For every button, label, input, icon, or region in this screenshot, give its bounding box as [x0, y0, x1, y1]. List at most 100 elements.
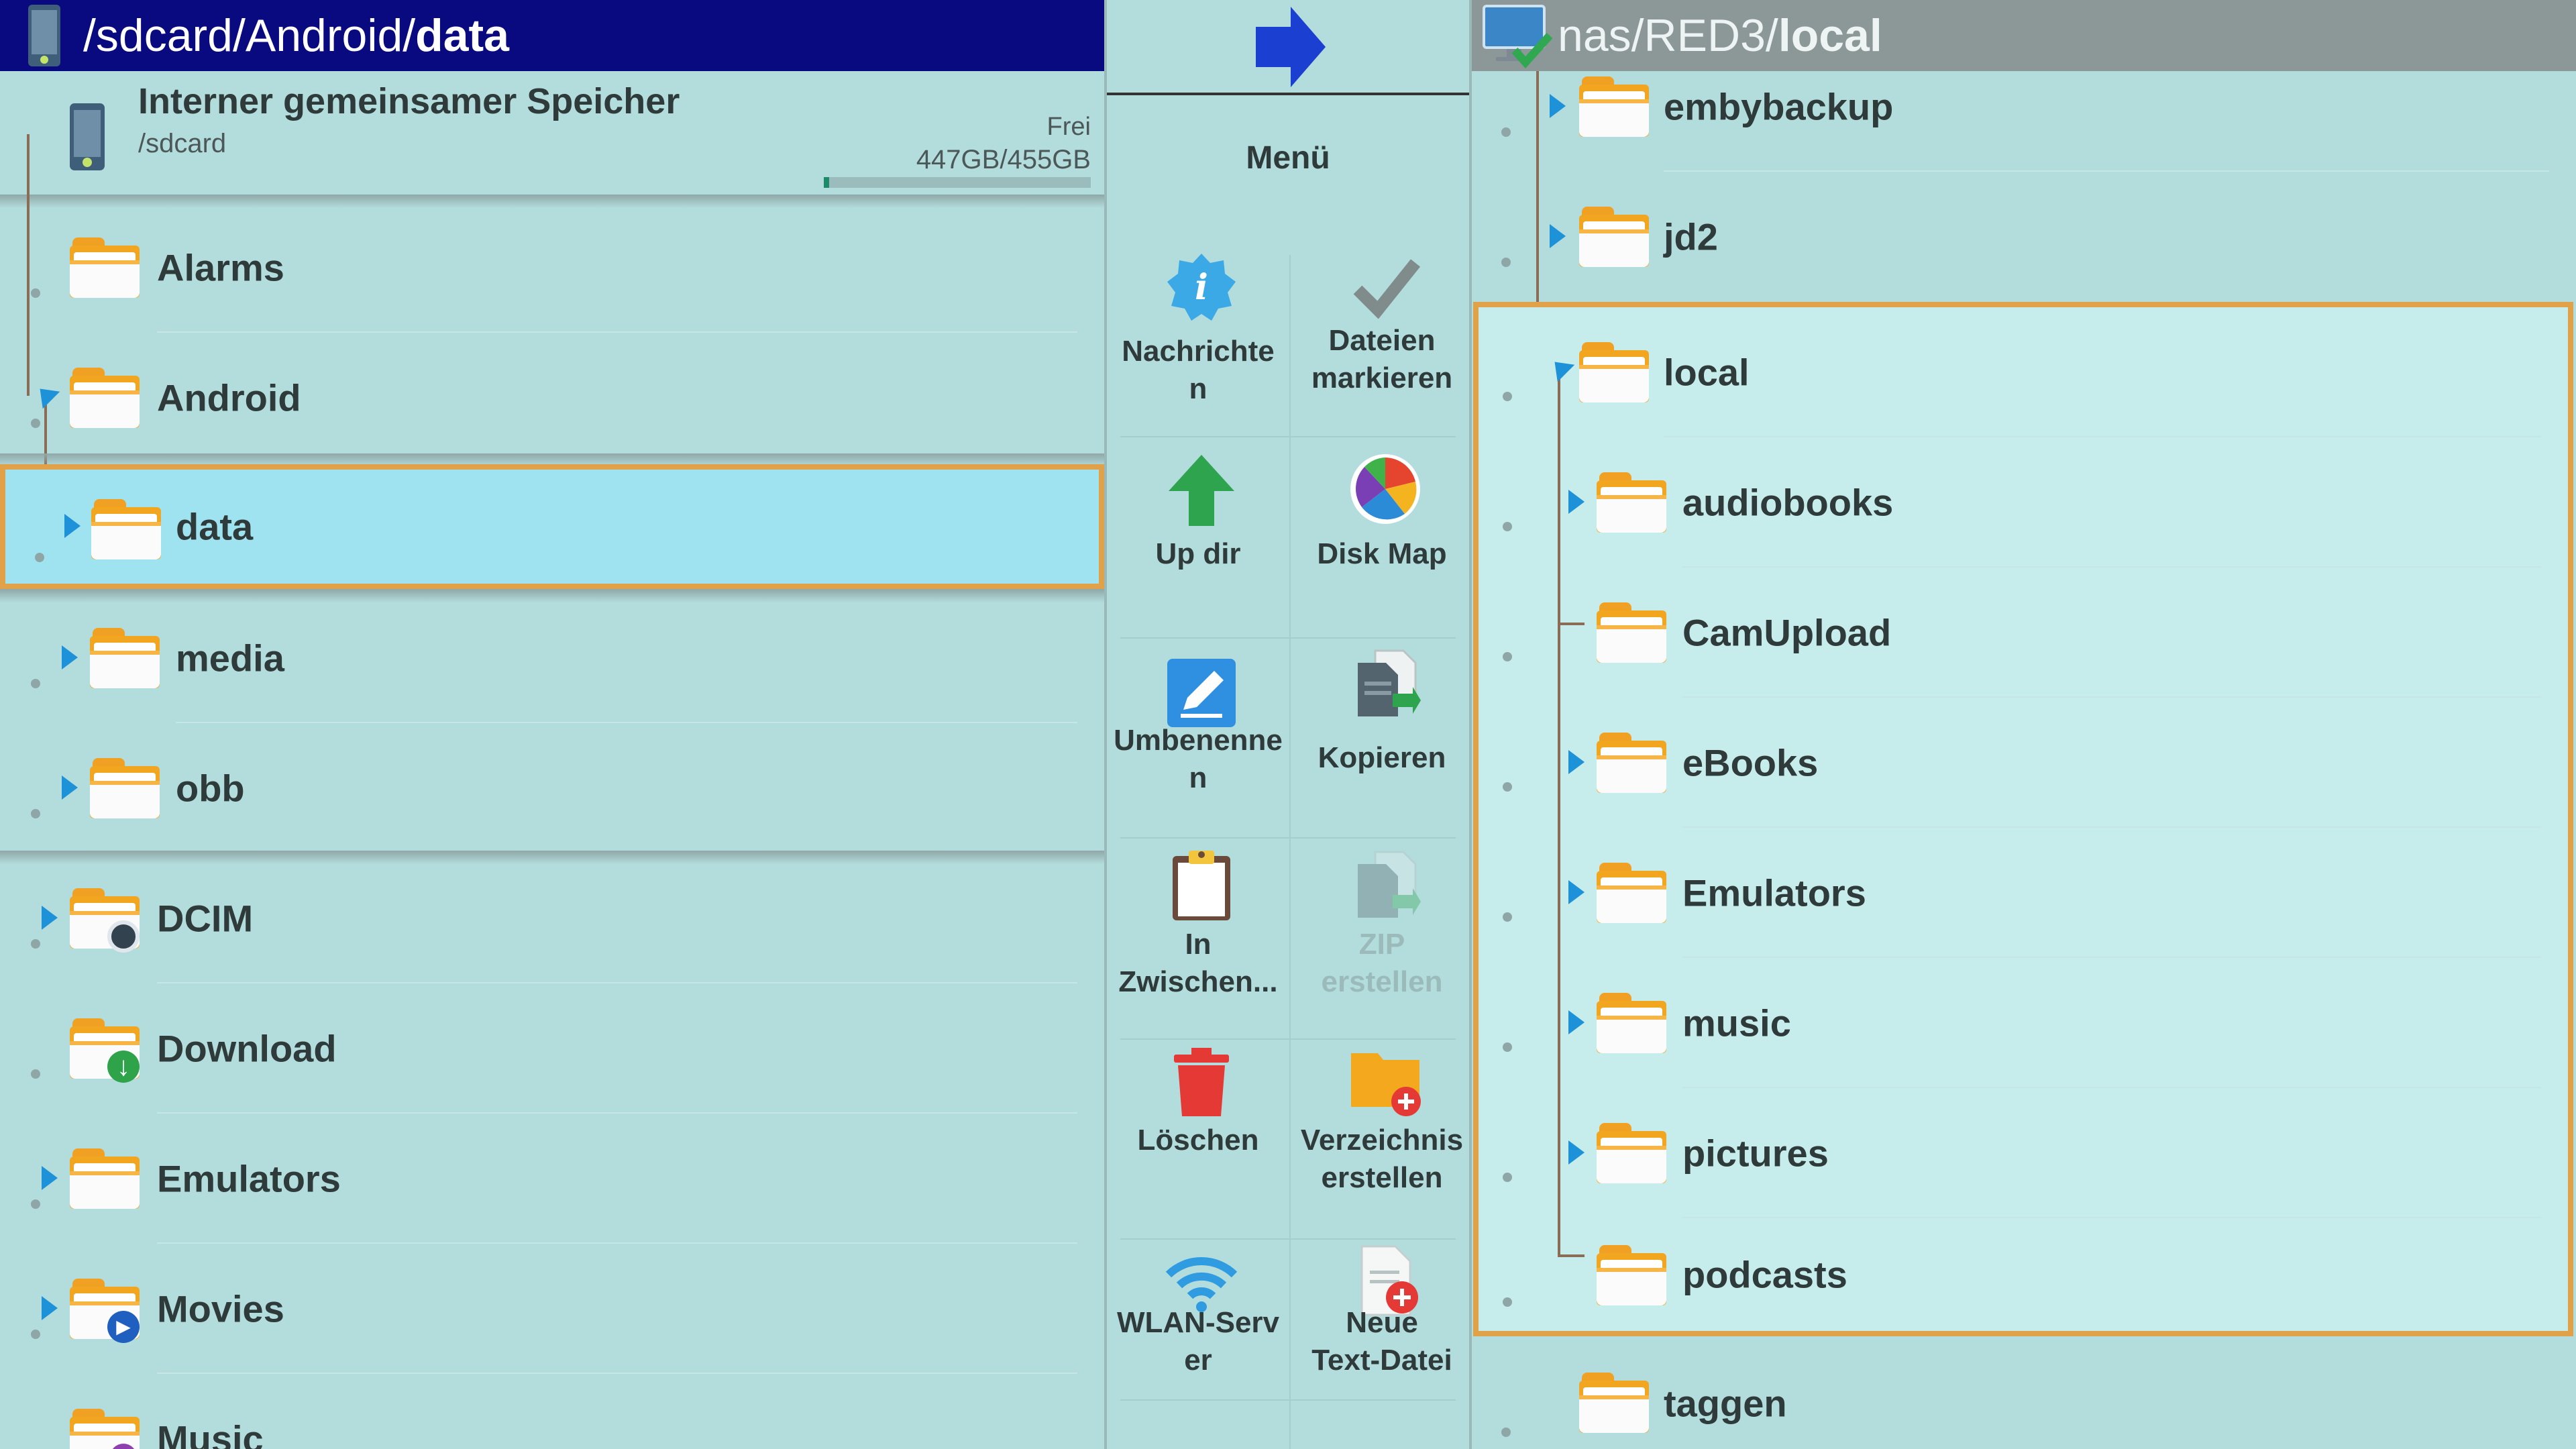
- new-folder-icon: [1351, 1053, 1421, 1116]
- menu-label: Disk Map: [1317, 537, 1447, 570]
- collapse-arrow-icon[interactable]: [1546, 353, 1575, 382]
- storage-usage-bar: [824, 177, 1091, 188]
- list-item[interactable]: Alarms: [0, 203, 1104, 333]
- new-text-file-button[interactable]: Neue Text-Datei: [1291, 1244, 1469, 1445]
- create-directory-button[interactable]: Verzeichnis erstellen: [1291, 1044, 1469, 1245]
- divider: [0, 453, 1104, 467]
- list-item[interactable]: taggen: [1472, 1339, 2576, 1449]
- folder-icon: [1597, 993, 1666, 1053]
- list-item[interactable]: media: [0, 593, 1104, 723]
- disk-map-icon: [1350, 454, 1420, 524]
- menu-title: Menü: [1246, 140, 1330, 176]
- folder-icon: [90, 758, 160, 818]
- item-label: Music: [157, 1417, 264, 1449]
- expand-arrow-icon[interactable]: [64, 514, 80, 538]
- storage-header[interactable]: Interner gemeinsamer Speicher /sdcard Fr…: [0, 71, 1104, 199]
- item-label: Movies: [157, 1287, 284, 1330]
- wlan-server-button[interactable]: WLAN-Serv er: [1107, 1244, 1289, 1445]
- expand-arrow-icon[interactable]: [42, 1166, 58, 1190]
- list-item[interactable]: music: [1479, 958, 2568, 1088]
- folder-icon: [90, 628, 160, 688]
- item-label: obb: [176, 767, 245, 810]
- expand-arrow-icon[interactable]: [62, 645, 78, 669]
- right-titlebar[interactable]: nas/RED3/local: [1472, 0, 2576, 71]
- menu-label: Dateien markieren: [1311, 324, 1453, 394]
- copy-direction-bar[interactable]: [1107, 0, 1469, 95]
- list-item[interactable]: Emulators: [0, 1114, 1104, 1244]
- expand-arrow-icon[interactable]: [1550, 94, 1566, 118]
- list-item[interactable]: local: [1479, 307, 2568, 437]
- expanded-folder-list: local audiobooks CamUpload eBooks Emulat…: [1479, 307, 2568, 1331]
- list-item[interactable]: audiobooks: [1479, 437, 2568, 568]
- left-pane: /sdcard/Android/data Interner gemeinsame…: [0, 0, 1104, 1449]
- item-label: podcasts: [1682, 1253, 1847, 1296]
- list-item[interactable]: obb: [0, 723, 1104, 853]
- left-path: /sdcard/Android/data: [83, 10, 509, 61]
- list-item[interactable]: Music: [0, 1374, 1104, 1449]
- list-item-selected[interactable]: data: [0, 464, 1104, 589]
- expand-arrow-icon[interactable]: [1568, 750, 1585, 774]
- disk-map-button[interactable]: Disk Map: [1291, 443, 1469, 644]
- copy-icon: [1358, 649, 1421, 716]
- expand-arrow-icon[interactable]: [1568, 880, 1585, 904]
- expand-arrow-icon[interactable]: [1568, 490, 1585, 514]
- item-label: audiobooks: [1682, 481, 1894, 524]
- expand-arrow-icon[interactable]: [42, 1296, 58, 1320]
- expand-arrow-icon[interactable]: [62, 775, 78, 800]
- left-titlebar[interactable]: /sdcard/Android/data: [0, 0, 1104, 71]
- list-item[interactable]: eBooks: [1479, 698, 2568, 828]
- list-item[interactable]: embybackup: [1472, 42, 2576, 172]
- list-item[interactable]: Android: [0, 333, 1104, 463]
- zip-button[interactable]: ZIP erstellen: [1291, 843, 1469, 1044]
- list-item[interactable]: podcasts: [1479, 1218, 2568, 1331]
- expand-arrow-icon[interactable]: [1568, 1010, 1585, 1034]
- item-label: DCIM: [157, 897, 254, 940]
- expand-arrow-icon[interactable]: [1568, 1140, 1585, 1165]
- list-item[interactable]: jd2: [1472, 172, 2576, 302]
- messages-button[interactable]: i Nachrichte n: [1107, 241, 1289, 443]
- wifi-icon: [1165, 1256, 1238, 1312]
- copy-button[interactable]: Kopieren: [1291, 643, 1469, 844]
- menu-label: WLAN-Serv er: [1116, 1306, 1280, 1377]
- info-badge-icon: i: [1167, 254, 1236, 321]
- item-label: CamUpload: [1682, 611, 1892, 654]
- expand-arrow-icon[interactable]: [42, 906, 58, 930]
- rename-icon: [1167, 659, 1236, 727]
- divider: [0, 195, 1104, 208]
- list-item[interactable]: CamUpload: [1479, 568, 2568, 698]
- right-path: nas/RED3/local: [1558, 10, 1882, 61]
- item-label: music: [1682, 1002, 1791, 1044]
- list-item[interactable]: Emulators: [1479, 828, 2568, 958]
- right-arrow-icon[interactable]: [1253, 5, 1328, 89]
- mark-files-button[interactable]: Dateien markieren: [1291, 241, 1469, 443]
- list-item[interactable]: DCIM: [0, 853, 1104, 983]
- folder-icon: [1579, 1373, 1649, 1433]
- divider: [0, 851, 1104, 864]
- folder-icon: [1579, 207, 1649, 267]
- menu-label: Nachrichte n: [1122, 335, 1275, 405]
- clipboard-button[interactable]: In Zwischen...: [1107, 843, 1289, 1044]
- collapse-arrow-icon[interactable]: [31, 380, 60, 409]
- item-label: taggen: [1664, 1382, 1787, 1425]
- divider: [0, 589, 1104, 602]
- item-label: jd2: [1664, 215, 1718, 258]
- up-dir-button[interactable]: Up dir: [1107, 443, 1289, 644]
- menu-panel: Menü i Nachrichte n Dateien markieren Up…: [1104, 0, 1472, 1449]
- item-label: Emulators: [1682, 871, 1866, 914]
- list-item[interactable]: ▶ Movies: [0, 1244, 1104, 1374]
- folder-icon: [1579, 76, 1649, 137]
- folder-music-icon: [70, 1409, 140, 1449]
- folder-icon: [70, 368, 140, 428]
- folder-icon: [1597, 863, 1666, 923]
- menu-label: Löschen: [1137, 1124, 1259, 1157]
- item-label: data: [176, 505, 254, 548]
- menu-label: Umbenenne n: [1114, 724, 1283, 794]
- storage-size: 447GB/455GB: [916, 145, 1091, 174]
- delete-button[interactable]: Löschen: [1107, 1044, 1289, 1245]
- folder-icon: [1597, 472, 1666, 533]
- expand-arrow-icon[interactable]: [1550, 224, 1566, 248]
- rename-button[interactable]: Umbenenne n: [1107, 643, 1289, 844]
- list-item[interactable]: pictures: [1479, 1088, 2568, 1218]
- folder-camera-icon: [70, 888, 140, 953]
- list-item[interactable]: ↓ Download: [0, 983, 1104, 1114]
